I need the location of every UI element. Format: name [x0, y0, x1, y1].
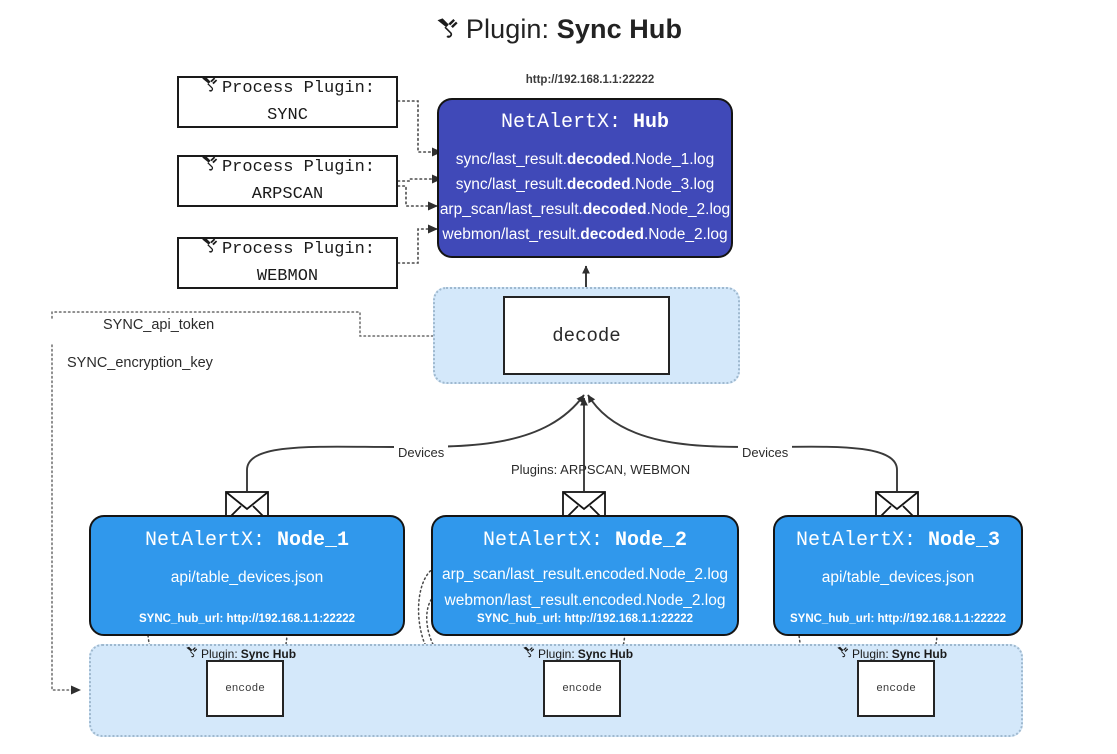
hub-log-2-pre: sync/last_result.: [455, 176, 567, 193]
encoder-caption-2-name: Sync Hub: [577, 647, 634, 661]
node3-title-name: Node_3: [928, 529, 1001, 552]
node3-footer: SYNC_hub_url: http://192.168.1.1:22222: [789, 613, 1007, 625]
encoder-caption-2: Plugin:Sync Hub: [522, 646, 633, 662]
plug-icon: [522, 646, 536, 662]
hub-title-prefix: NetAlertX:: [500, 111, 621, 134]
hub-log-3-pre: arp_scan/last_result.: [439, 201, 583, 218]
encode-box-3[interactable]: encode: [857, 660, 935, 717]
encoder-caption-1: Plugin:Sync Hub: [185, 646, 296, 662]
hub-log-line-1: sync/last_result.decoded.Node_1.log: [439, 152, 731, 168]
plug-icon: [200, 155, 220, 183]
devices-label-left: Devices: [394, 445, 449, 460]
plug-icon: [185, 646, 199, 662]
encryption-key-edge: [51, 344, 81, 695]
hub-title: NetAlertX: Hub: [439, 111, 731, 134]
node1-footer: SYNC_hub_url: http://192.168.1.1:22222: [138, 613, 356, 625]
node1-title: NetAlertX: Node_1: [91, 529, 403, 552]
decode-box[interactable]: decode: [503, 296, 670, 375]
process-plugin-arpscan-line1: Process Plugin:: [221, 158, 376, 178]
sync-encryption-key-label: SYNC_encryption_key: [63, 355, 217, 371]
node2-title-prefix: NetAlertX:: [482, 529, 603, 552]
encoder-caption-3-prefix: Plugin:: [852, 647, 889, 661]
page-title: Plugin: Sync Hub: [0, 14, 1117, 48]
encoder-caption-1-name: Sync Hub: [240, 647, 297, 661]
plugins-label-center: Plugins: ARPSCAN, WEBMON: [511, 462, 691, 477]
node2-title: NetAlertX: Node_2: [433, 529, 737, 552]
hub-log-4-post: .Node_2.log: [643, 226, 728, 243]
hub-log-4-pre: webmon/last_result.: [442, 226, 581, 243]
hub-node[interactable]: NetAlertX: Hub sync/last_result.decoded.…: [437, 98, 733, 258]
hub-log-1-pre: sync/last_result.: [455, 151, 567, 168]
node3-title: NetAlertX: Node_3: [775, 529, 1021, 552]
process-plugin-arpscan[interactable]: Process Plugin: ARPSCAN: [177, 155, 398, 207]
encoder-caption-3-name: Sync Hub: [891, 647, 948, 661]
plug-icon: [200, 76, 220, 104]
node1-title-name: Node_1: [277, 529, 350, 552]
hub-url-label: http://192.168.1.1:22222: [525, 74, 655, 86]
hub-title-name: Hub: [633, 111, 670, 134]
node-box-node2[interactable]: NetAlertX: Node_2 arp_scan/last_result.e…: [431, 515, 739, 636]
node3-title-prefix: NetAlertX:: [795, 529, 916, 552]
process-plugin-webmon-line2: WEBMON: [256, 266, 319, 286]
node2-title-name: Node_2: [615, 529, 688, 552]
process-plugin-arpscan-line2: ARPSCAN: [251, 184, 324, 204]
sync-api-token-label: SYNC_api_token: [99, 317, 219, 333]
process-plugin-sync-line1: Process Plugin:: [221, 79, 376, 99]
node2-log-line-1: arp_scan/last_result.encoded.Node_2.log: [441, 566, 729, 583]
hub-log-3-post: .Node_2.log: [646, 201, 731, 218]
devices-label-right: Devices: [738, 445, 793, 460]
node1-log-line-1: api/table_devices.json: [170, 569, 324, 586]
node-box-node3[interactable]: NetAlertX: Node_3 api/table_devices.json…: [773, 515, 1023, 636]
hub-log-2-post: .Node_3.log: [630, 176, 715, 193]
plug-icon: [435, 17, 461, 48]
hub-log-1-post: .Node_1.log: [630, 151, 715, 168]
hub-log-1-bold: decoded: [566, 151, 631, 168]
node2-footer: SYNC_hub_url: http://192.168.1.1:22222: [476, 613, 694, 625]
node3-log-line-1: api/table_devices.json: [821, 569, 975, 586]
hub-log-3-bold: decoded: [582, 201, 647, 218]
hub-log-line-2: sync/last_result.decoded.Node_3.log: [439, 177, 731, 193]
encoder-caption-2-prefix: Plugin:: [538, 647, 575, 661]
page-title-prefix: Plugin:: [465, 14, 550, 44]
encoder-caption-1-prefix: Plugin:: [201, 647, 238, 661]
encode-box-1[interactable]: encode: [206, 660, 284, 717]
encoder-caption-3: Plugin:Sync Hub: [836, 646, 947, 662]
page-title-name: Sync Hub: [556, 14, 683, 44]
hub-log-line-3: arp_scan/last_result.decoded.Node_2.log: [439, 202, 731, 218]
encode-box-2[interactable]: encode: [543, 660, 621, 717]
node1-title-prefix: NetAlertX:: [144, 529, 265, 552]
plug-icon: [200, 237, 220, 265]
hub-log-2-bold: decoded: [566, 176, 631, 193]
hub-log-4-bold: decoded: [580, 226, 644, 243]
node-box-node1[interactable]: NetAlertX: Node_1 api/table_devices.json…: [89, 515, 405, 636]
process-plugin-webmon[interactable]: Process Plugin: WEBMON: [177, 237, 398, 289]
hub-log-line-4: webmon/last_result.decoded.Node_2.log: [439, 227, 731, 243]
process-plugin-webmon-line1: Process Plugin:: [221, 240, 376, 260]
plug-icon: [836, 646, 850, 662]
plugin-to-hub-edges: [397, 100, 442, 264]
node2-log-line-2: webmon/last_result.encoded.Node_2.log: [444, 592, 726, 609]
process-plugin-sync[interactable]: Process Plugin: SYNC: [177, 76, 398, 128]
process-plugin-sync-line2: SYNC: [267, 105, 308, 125]
